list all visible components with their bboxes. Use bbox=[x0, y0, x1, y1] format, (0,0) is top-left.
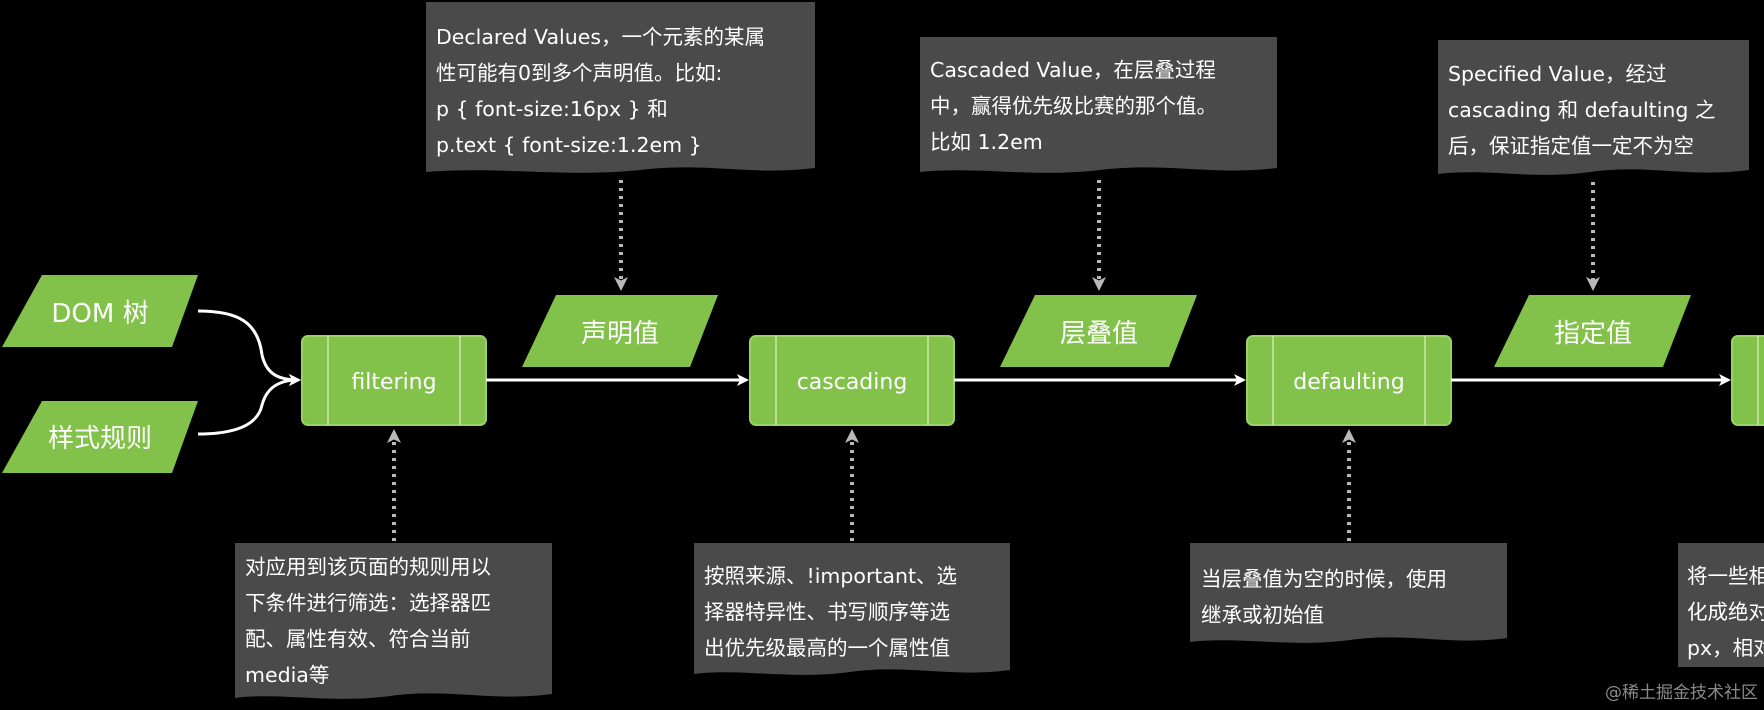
note-declared-line-1: Declared Values，一个元素的某属 bbox=[436, 25, 765, 49]
note-cascaded-line-1: Cascaded Value，在层叠过程 bbox=[930, 58, 1216, 82]
note-computing-line-3: px，相对 bbox=[1687, 636, 1764, 660]
note-defaulting-line-2: 继承或初始值 bbox=[1201, 603, 1324, 627]
merge-arrow-dom-tree bbox=[197, 309, 301, 386]
note-specified-line-2: cascading 和 defaulting 之 bbox=[1448, 98, 1715, 122]
note-filtering: 对应用到该页面的规则用以 下条件进行筛选：选择器匹 配、属性有效、符合当前 me… bbox=[235, 543, 552, 699]
process-defaulting-label: defaulting bbox=[1293, 370, 1404, 395]
merge-arrow-style-rules bbox=[197, 374, 301, 436]
note-cascaded-value: Cascaded Value，在层叠过程 中，赢得优先级比赛的那个值。 比如 1… bbox=[920, 37, 1277, 173]
process-cascading: cascading bbox=[749, 335, 955, 426]
note-filtering-line-4: media等 bbox=[245, 663, 329, 687]
process-cascading-label: cascading bbox=[797, 370, 908, 395]
note-declared-line-4: p.text { font-size:1.2em } bbox=[436, 133, 702, 157]
note-specified-value: Specified Value，经过 cascading 和 defaultin… bbox=[1438, 40, 1749, 175]
process-computing-partial bbox=[1731, 335, 1764, 426]
note-specified-line-3: 后，保证指定值一定不为空 bbox=[1448, 134, 1694, 158]
note-cascading: 按照来源、!important、选 择器特异性、书写顺序等选 出优先级最高的一个… bbox=[694, 543, 1010, 675]
watermark: @稀土掘金技术社区 bbox=[1605, 683, 1758, 703]
note-computing-line-2: 化成绝对 bbox=[1687, 600, 1764, 624]
value-cascaded-label: 层叠值 bbox=[1060, 319, 1138, 349]
process-defaulting: defaulting bbox=[1246, 335, 1452, 426]
note-filtering-line-2: 下条件进行筛选：选择器匹 bbox=[245, 591, 491, 615]
input-style-rules: 样式规则 bbox=[2, 401, 198, 473]
note-filtering-line-3: 配、属性有效、符合当前 bbox=[245, 627, 471, 651]
value-cascaded: 层叠值 bbox=[1000, 295, 1197, 367]
input-style-rules-label: 样式规则 bbox=[48, 424, 152, 454]
process-filtering-label: filtering bbox=[351, 370, 436, 395]
value-specified: 指定值 bbox=[1494, 295, 1691, 367]
note-filtering-line-1: 对应用到该页面的规则用以 bbox=[245, 555, 491, 579]
value-declared-label: 声明值 bbox=[581, 319, 659, 349]
note-cascading-line-3: 出优先级最高的一个属性值 bbox=[704, 636, 950, 660]
note-cascading-line-1: 按照来源、!important、选 bbox=[704, 564, 957, 588]
value-specified-label: 指定值 bbox=[1554, 319, 1632, 349]
note-specified-line-1: Specified Value，经过 bbox=[1448, 62, 1666, 86]
note-defaulting-line-1: 当层叠值为空的时候，使用 bbox=[1201, 567, 1447, 591]
process-filtering: filtering bbox=[301, 335, 487, 426]
note-cascaded-line-3: 比如 1.2em bbox=[930, 130, 1043, 154]
input-dom-tree-label: DOM 树 bbox=[51, 299, 148, 329]
input-dom-tree: DOM 树 bbox=[2, 275, 198, 347]
value-declared: 声明值 bbox=[522, 295, 718, 367]
note-computing-line-1: 将一些相 bbox=[1687, 564, 1764, 588]
note-declared-line-3: p { font-size:16px } 和 bbox=[436, 97, 668, 121]
note-computing-partial: 将一些相 化成绝对 px，相对 bbox=[1678, 543, 1764, 667]
note-declared-line-2: 性可能有0到多个声明值。比如: bbox=[436, 61, 722, 85]
note-declared-values: Declared Values，一个元素的某属 性可能有0到多个声明值。比如: … bbox=[426, 2, 815, 173]
note-cascading-line-2: 择器特异性、书写顺序等选 bbox=[704, 600, 950, 624]
note-cascaded-line-2: 中，赢得优先级比赛的那个值。 bbox=[930, 94, 1217, 118]
note-defaulting: 当层叠值为空的时候，使用 继承或初始值 bbox=[1190, 543, 1507, 643]
